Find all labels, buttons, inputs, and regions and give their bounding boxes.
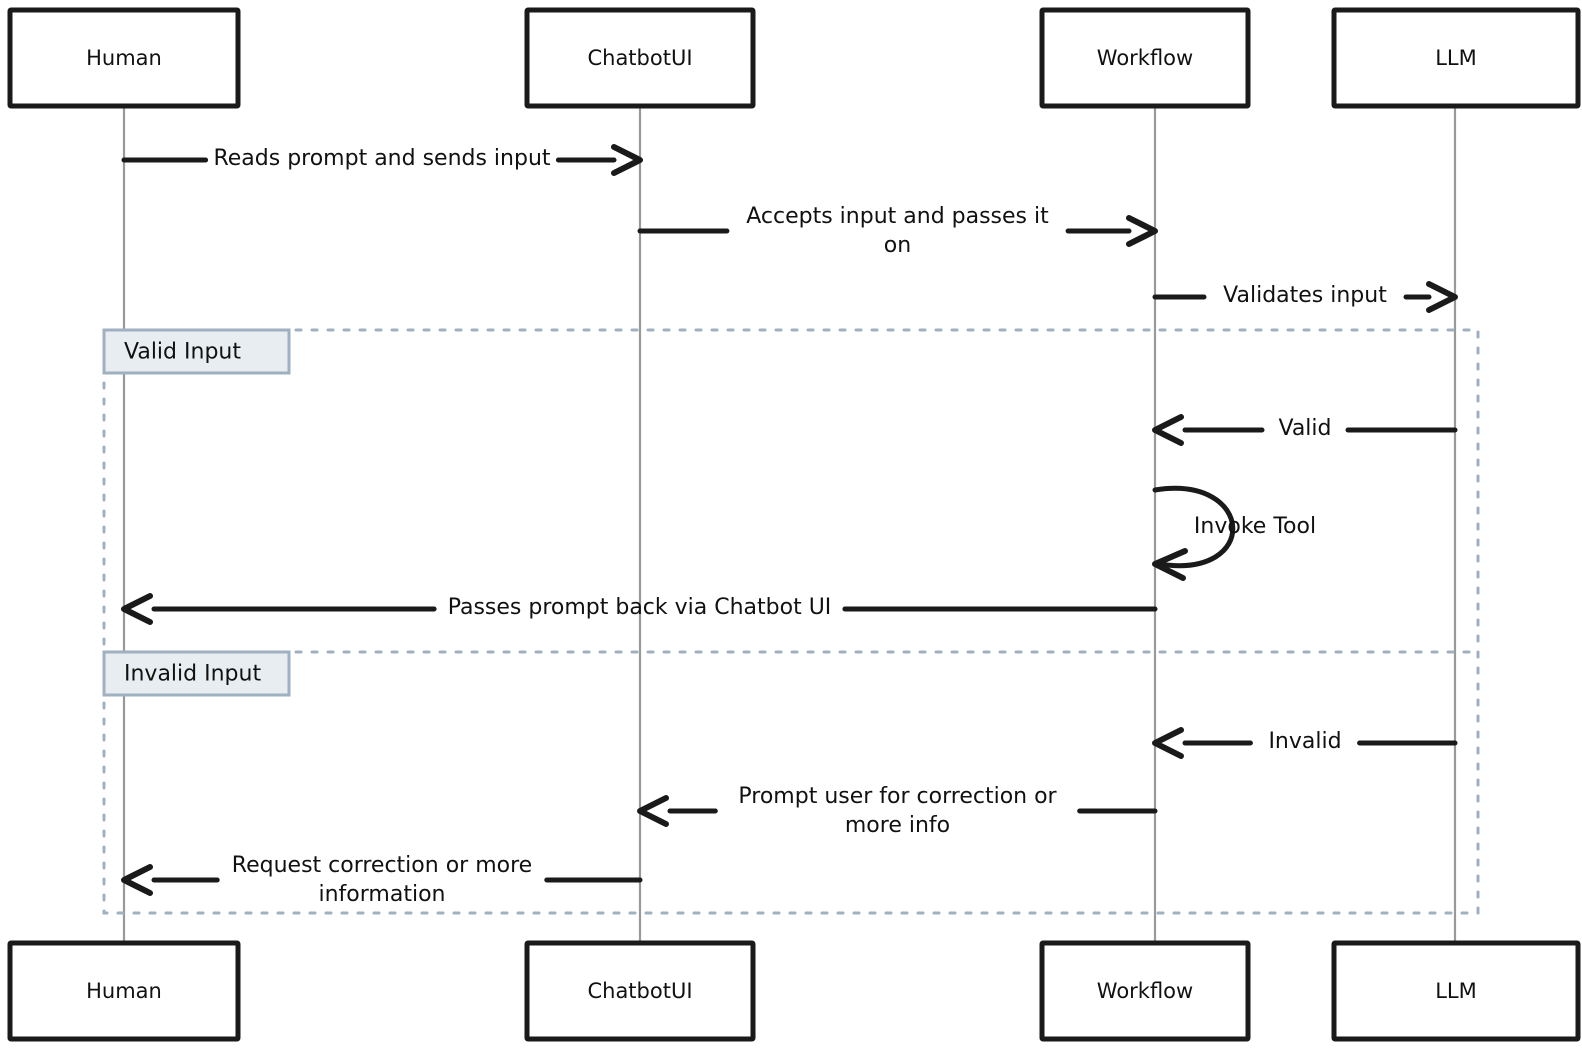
alt-section-label-invalid[interactable]: Invalid Input bbox=[102, 650, 291, 697]
alt-block-frame bbox=[102, 328, 1480, 915]
message-m3: Validates input bbox=[1152, 281, 1458, 313]
participant-workflow-bottom[interactable]: Workflow bbox=[1039, 940, 1251, 1042]
message-m6: Passes prompt back via Chatbot UI bbox=[121, 593, 1158, 625]
message-m5: Invoke Tool bbox=[1152, 485, 1316, 581]
message-m1: Reads prompt and sends input bbox=[121, 144, 643, 176]
participant-label: ChatbotUI bbox=[587, 979, 692, 1003]
participant-label: LLM bbox=[1435, 46, 1477, 70]
message-label: Passes prompt back via Chatbot UI bbox=[448, 595, 832, 620]
message-m4: Valid bbox=[1152, 414, 1458, 446]
participant-label: Human bbox=[86, 46, 162, 70]
participant-workflow-top[interactable]: Workflow bbox=[1039, 7, 1251, 109]
participant-chatbotui-bottom[interactable]: ChatbotUI bbox=[524, 940, 756, 1042]
lifelines-layer bbox=[122, 106, 1457, 943]
message-label: Reads prompt and sends input bbox=[213, 146, 550, 171]
alt-section-label-text: Invalid Input bbox=[124, 662, 261, 687]
participant-human-bottom[interactable]: Human bbox=[7, 940, 241, 1042]
message-label: Invalid bbox=[1268, 729, 1341, 754]
alt-section-label-text: Valid Input bbox=[124, 340, 241, 365]
alt-section-label-valid[interactable]: Valid Input bbox=[102, 328, 291, 375]
participant-label: ChatbotUI bbox=[587, 46, 692, 70]
alt-block-layer bbox=[102, 328, 1480, 915]
participant-human-top[interactable]: Human bbox=[7, 7, 241, 109]
participant-label: LLM bbox=[1435, 979, 1477, 1003]
message-label: Invoke Tool bbox=[1194, 514, 1316, 539]
participant-label: Human bbox=[86, 979, 162, 1003]
participant-llm-bottom[interactable]: LLM bbox=[1331, 940, 1581, 1042]
message-m7: Invalid bbox=[1152, 727, 1458, 759]
participant-label: Workflow bbox=[1097, 979, 1193, 1003]
participant-llm-top[interactable]: LLM bbox=[1331, 7, 1581, 109]
participant-label: Workflow bbox=[1097, 46, 1193, 70]
participant-chatbotui-top[interactable]: ChatbotUI bbox=[524, 7, 756, 109]
message-label: Validates input bbox=[1223, 283, 1387, 308]
message-label: Valid bbox=[1278, 416, 1331, 441]
